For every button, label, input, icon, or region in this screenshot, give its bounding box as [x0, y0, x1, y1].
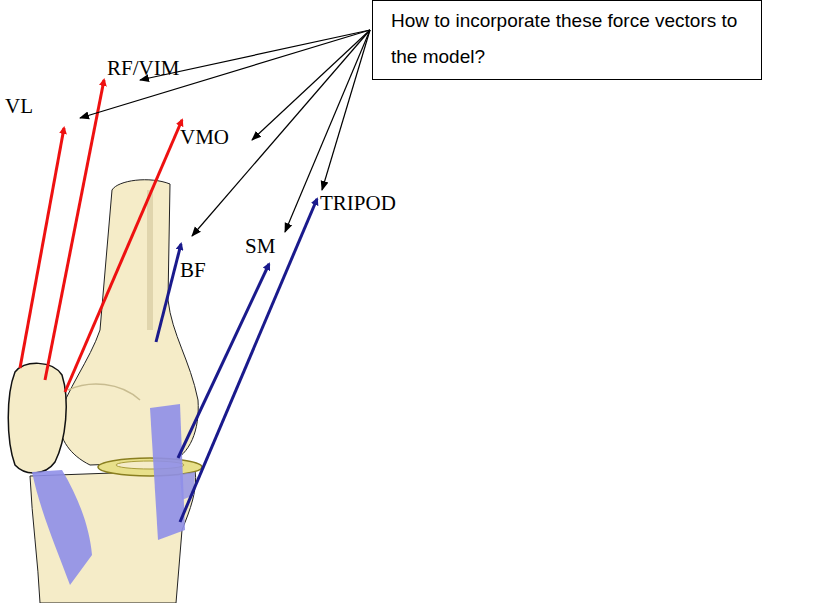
force-vector — [20, 128, 64, 368]
force-vector — [180, 199, 317, 522]
force-vector — [65, 120, 182, 392]
muscle-label: VMO — [180, 127, 229, 148]
patella — [8, 363, 66, 473]
muscle-label: BF — [180, 260, 206, 281]
ligament — [32, 470, 92, 585]
force-vector — [45, 80, 104, 380]
muscle-label: RF/VIM — [107, 58, 179, 79]
callout-text: How to incorporate these force vectors t… — [391, 10, 737, 67]
force-vector — [156, 244, 181, 342]
muscle-label: VL — [5, 96, 33, 117]
force-vector — [178, 264, 269, 458]
callout-box: How to incorporate these force vectors t… — [372, 0, 762, 80]
muscle-label: SM — [245, 236, 275, 257]
muscle-label: TRIPOD — [320, 193, 396, 214]
